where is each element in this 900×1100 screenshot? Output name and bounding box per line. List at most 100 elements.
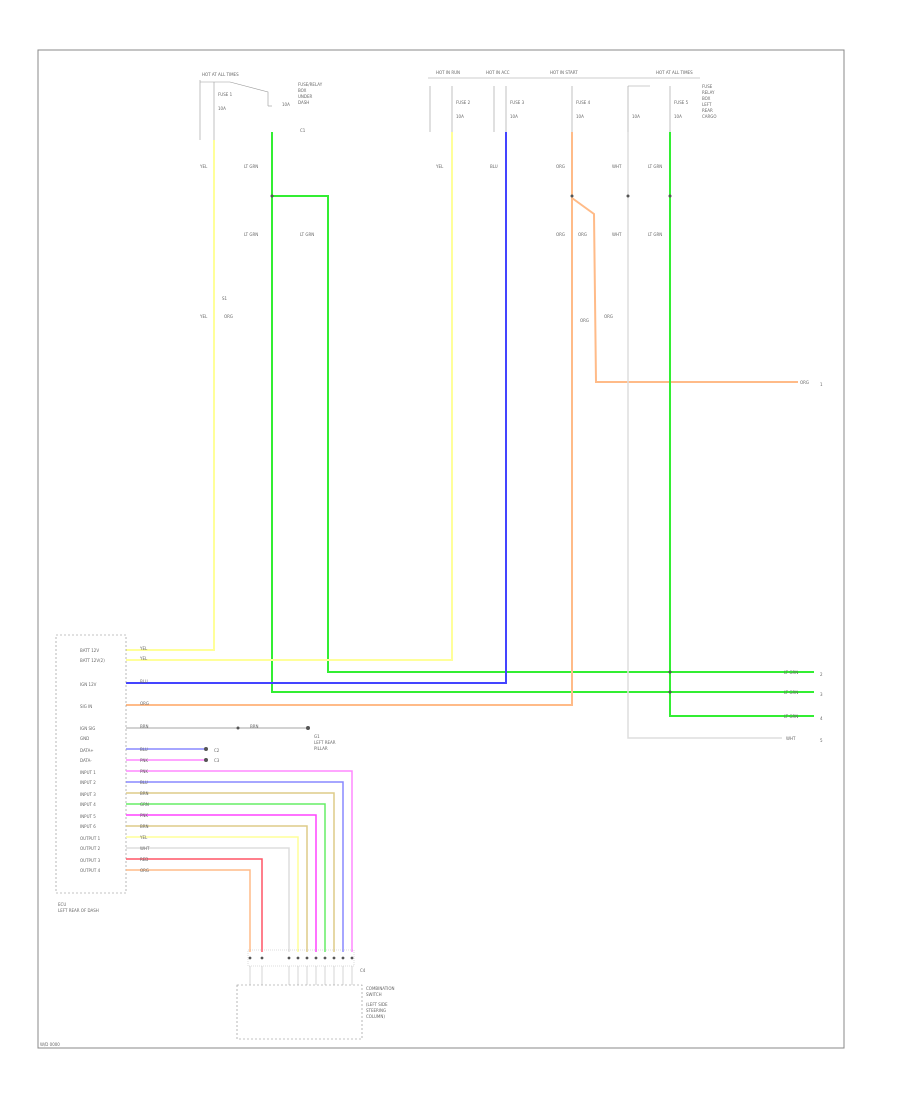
wire-label-ltgrn-8: LT GRN [784, 714, 798, 719]
footer-code: W/D 0000 [40, 1042, 60, 1047]
wire-label-org-4: ORG [578, 232, 587, 237]
harness-label-3: PNK [140, 769, 148, 774]
harness-note-1: C2 [214, 748, 220, 753]
module-wire-label-4: ORG [140, 701, 149, 706]
wire-label-wht-1: WHT [612, 164, 622, 169]
offpage-ref-2: 2 [820, 672, 823, 677]
offpage-ref-3: 3 [820, 692, 823, 697]
fuse-heading-4: HOT IN START [550, 70, 578, 75]
fuse-heading-2: HOT IN RUN [436, 70, 460, 75]
wire-orange-main [126, 132, 573, 706]
terminal-13: INPUT 5 [80, 814, 96, 819]
wire-label-ltgrn-1: LT GRN [244, 164, 258, 169]
terminal-6: GND [80, 736, 89, 741]
fuse-amps-6: 10A [632, 114, 640, 119]
wire-label-org-5: ORG [580, 318, 589, 323]
wire-green-1-branch [272, 195, 814, 673]
terminal-3: IGN 12V [80, 682, 97, 687]
wire-label-ltgrn-4: LT GRN [648, 164, 662, 169]
switch-title-2: SWITCH [366, 992, 382, 997]
wire-label-ltgrn-6: LT GRN [784, 670, 798, 675]
switch-title-1: COMBINATION [366, 986, 395, 991]
wire-yellow-1 [126, 140, 215, 651]
right-fuse-note-1: FUSE [702, 84, 713, 89]
right-fuse-note-4: LEFT [702, 102, 712, 107]
terminal-5: IGN SIG [80, 726, 95, 731]
wire-label-ltgrn-5: LT GRN [648, 232, 662, 237]
module-title-2: LEFT REAR OF DASH [58, 908, 99, 913]
offpage-ref-5: 5 [820, 738, 823, 743]
pin-label-c1: C1 [300, 128, 306, 133]
fuse-label-4: FUSE 4 [576, 100, 591, 105]
ecu-module: ECU LEFT REAR OF DASH [55, 634, 127, 913]
wire-label-yel-1: YEL [199, 164, 208, 169]
fuse-heading-3: HOT IN ACC [486, 70, 510, 75]
right-fuse-note-2: RELAY [702, 90, 715, 95]
switch-connector-label: C4 [360, 968, 366, 973]
terminal-14: INPUT 6 [80, 824, 96, 829]
terminal-7: DATA+ [80, 748, 94, 753]
wire-label-yel-2: YEL [199, 314, 208, 319]
left-fuse-note-2: BOX [298, 88, 307, 93]
terminal-18: OUTPUT 4 [80, 868, 101, 873]
module-wire-label-2: YEL [139, 656, 148, 661]
terminal-8: DATA- [80, 758, 92, 763]
wire-label-wht-2: WHT [612, 232, 622, 237]
fuse-label-3: FUSE 3 [510, 100, 525, 105]
module-wire-label-1: YEL [139, 646, 148, 651]
wire-orange-branch [571, 197, 798, 383]
ground-label-1: G1 [314, 734, 320, 739]
right-fuse-note-6: CARGO [702, 114, 717, 119]
switch-title-4: STEERING [366, 1008, 386, 1013]
offpage-ref-4: 4 [820, 716, 823, 721]
terminal-10: INPUT 2 [80, 780, 96, 785]
harness-label-2: PNK [140, 758, 148, 763]
terminal-17: OUTPUT 3 [80, 858, 101, 863]
switch-title-3: (LEFT SIDE [366, 1002, 388, 1007]
combination-switch: COMBINATION SWITCH (LEFT SIDE STEERING C… [236, 984, 395, 1040]
fuse-label-2: FUSE 2 [456, 100, 471, 105]
wire-label-ltgrn-7: LT GRN [784, 690, 798, 695]
harness-label-7: PNK [140, 813, 148, 818]
fuse-heading-5: HOT AT ALL TIMES [656, 70, 693, 75]
wire-label-blu: BLU [490, 164, 498, 169]
fuse-amps-4: 10A [510, 114, 518, 119]
wire-label-ltgrn-3: LT GRN [300, 232, 314, 237]
wire-label-org-7: ORG [800, 380, 809, 385]
harness-label-5: BRN [140, 791, 149, 796]
harness-label-12: ORG [140, 868, 149, 873]
wire-label-yel-3: YEL [435, 164, 444, 169]
fuse-heading-1: HOT AT ALL TIMES [202, 72, 239, 77]
wire-label-wht-3: WHT [786, 736, 796, 741]
terminal-4: SIG IN [80, 704, 92, 709]
terminal-9: INPUT 1 [80, 770, 96, 775]
left-fuse-note-1: FUSE/RELAY [298, 82, 323, 87]
terminal-11: INPUT 3 [80, 792, 96, 797]
wire-label-org-1: ORG [224, 314, 233, 319]
fuse-amps-1: 10A [218, 106, 226, 111]
terminal-1: BATT 12V [80, 648, 99, 653]
diagram-frame [37, 49, 845, 1049]
wire-white [627, 132, 782, 739]
wire-blue [126, 132, 507, 684]
harness-label-8: BRN [140, 824, 149, 829]
fuse-label-1: FUSE 1 [218, 92, 233, 97]
terminal-16: OUTPUT 2 [80, 846, 101, 851]
fuse-amps-7: 10A [674, 114, 682, 119]
fuse-amps-5: 10A [576, 114, 584, 119]
terminal-15: OUTPUT 1 [80, 836, 101, 841]
wire-yellow-2 [126, 132, 453, 661]
wire-label-ltgrn-2: LT GRN [244, 232, 258, 237]
offpage-ref-1: 1 [820, 382, 823, 387]
terminal-2: BATT 12V(2) [80, 658, 105, 663]
terminal-12: INPUT 4 [80, 802, 96, 807]
harness-label-11: RED [140, 857, 148, 862]
fuse-label-5: FUSE 5 [674, 100, 689, 105]
harness-label-9: YEL [139, 835, 148, 840]
harness-label-4: BLU [140, 780, 148, 785]
fuse-block-right: HOT IN RUN HOT IN ACC HOT IN START HOT A… [428, 70, 717, 132]
harness-note-2: C3 [214, 758, 220, 763]
left-fuse-note-4: DASH [298, 100, 309, 105]
right-fuse-note-3: BOX [702, 96, 711, 101]
